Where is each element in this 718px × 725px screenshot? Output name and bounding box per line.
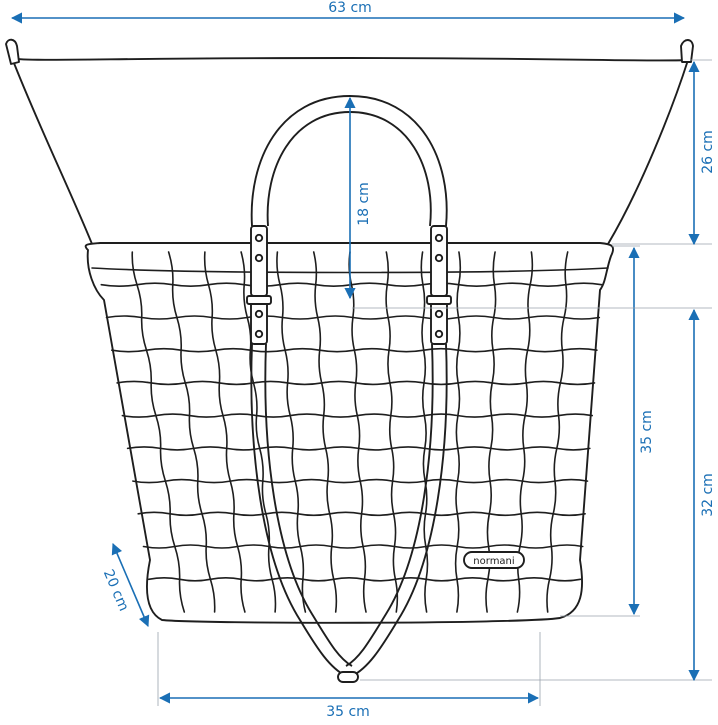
liner-left-tab [5,38,20,65]
dim-handle-drop-label: 18 cm [356,182,372,226]
dim-total-height-label: 32 cm [700,473,716,517]
weave-column [167,251,216,613]
dim-depth-line [111,542,150,628]
weave-column [516,251,534,613]
handles [246,95,452,683]
weave-column [312,251,338,613]
strap-bottom-ring [337,671,359,683]
weave-column [546,251,569,613]
basket-weave-pattern [91,251,609,613]
brand-logo-text: normani [473,556,514,567]
shoulder-strap-right-outer [351,343,448,677]
weave-column [454,251,462,613]
dim-basket-height-label: 35 cm [639,410,655,454]
dim-bottom-width-label: 35 cm [326,704,370,720]
weave-column [348,251,367,613]
basket-body [84,242,615,624]
basket [84,242,615,624]
handle-outer-loop [250,95,448,227]
brand-label: normani [463,551,525,569]
right-strap-buckle [426,295,452,305]
shoulder-strap-left-outer [250,343,347,677]
dim-liner-height-label: 26 cm [700,130,716,174]
weave-column [240,251,277,613]
weave-column [276,251,307,613]
liner-right-tab [680,39,694,63]
dimensions: 63 cm 26 cm 18 cm 35 cm 32 cm 20 cm 35 c… [10,0,716,720]
dim-top-width-label: 63 cm [328,0,372,16]
dim-depth-label: 20 cm [100,567,132,613]
shoulder-strap-right-inner [345,343,434,667]
weave-column [485,251,497,613]
weave-column [385,251,399,613]
weave-column [131,251,186,613]
shoulder-strap-left-inner [264,343,353,667]
weave-column [203,251,246,613]
left-strap-buckle [246,295,272,305]
